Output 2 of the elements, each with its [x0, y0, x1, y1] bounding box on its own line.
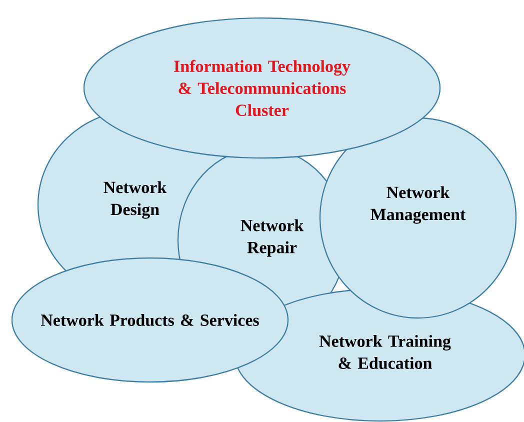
node-label: Network Training & Education [319, 334, 451, 369]
node-label: Network Management [370, 186, 466, 224]
